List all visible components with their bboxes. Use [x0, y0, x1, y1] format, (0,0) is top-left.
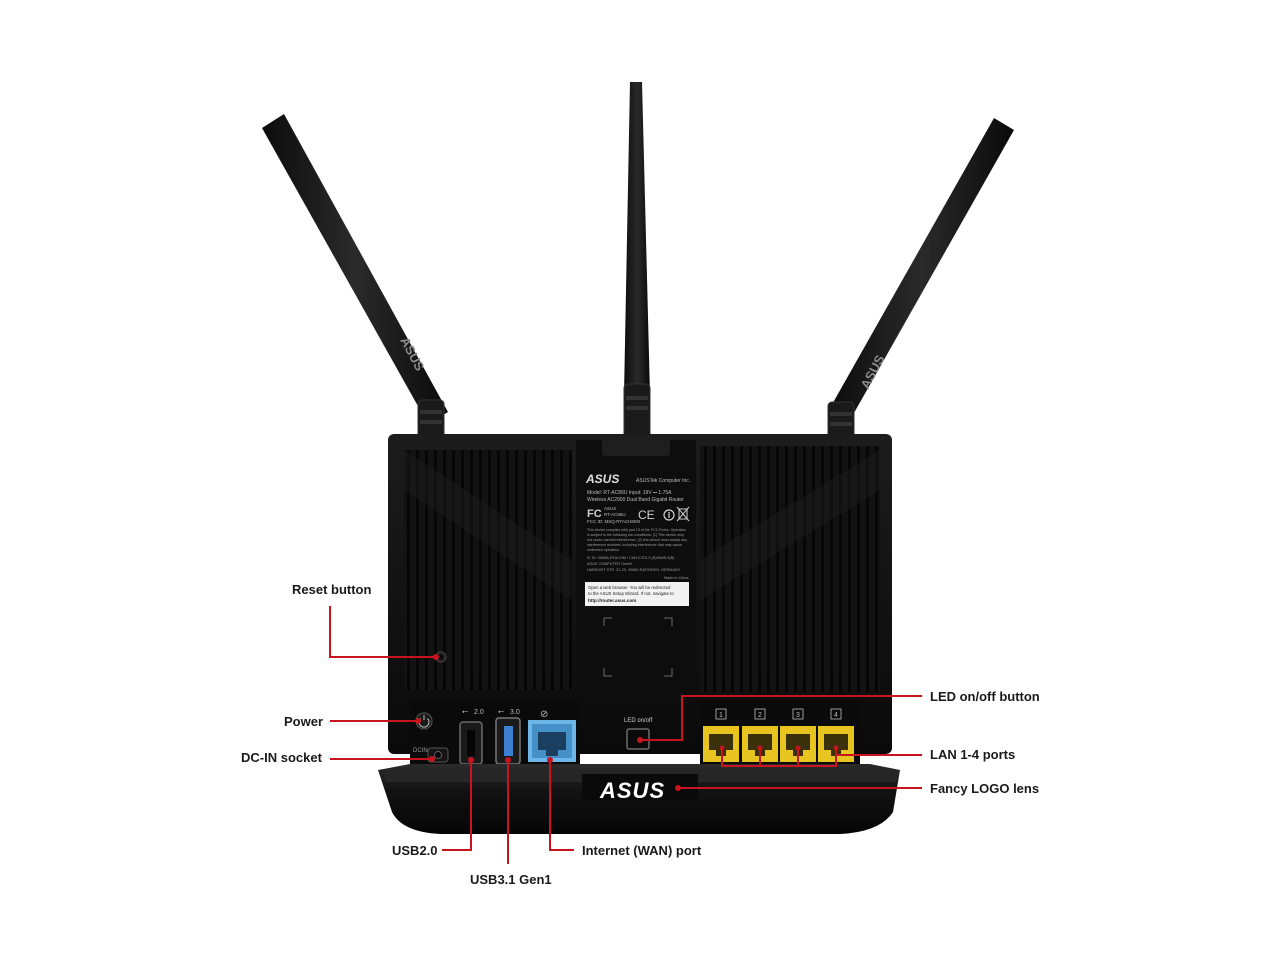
router-body — [388, 434, 892, 754]
sticker-compliance-2: is subject to the following two conditio… — [587, 533, 684, 537]
callout-reset-button: Reset button — [292, 582, 372, 597]
callout-dot-power — [415, 718, 421, 724]
sticker-eu-2: HARKORT STR. 21-23, 40880 RATINGEN, GERM… — [587, 568, 681, 572]
setup-note-box — [585, 582, 689, 606]
sticker-fcc-1: ASUS — [604, 506, 616, 511]
sticker-ic: IC ID: 3568A-RTACHM / CAN ICES-3 (B)/NMB… — [587, 556, 675, 560]
antenna-left: ASUS — [262, 114, 448, 453]
sticker-company: ASUSTek Computer Inc. — [636, 478, 690, 484]
ce-mark-icon: CE — [638, 508, 655, 522]
callout-lines — [329, 606, 922, 864]
nfc-target-brackets — [603, 617, 673, 677]
alert-mark-icon — [663, 509, 675, 521]
sticker-compliance-4: interference received, including interfe… — [587, 543, 682, 547]
usb3-marking: 3.0 — [510, 709, 520, 716]
setup-note-2: to the ASUS Setup Wizard. If not, naviga… — [588, 591, 674, 596]
lan-port-number: 3 — [796, 712, 800, 719]
antenna-center — [623, 82, 651, 443]
sticker-fcc-3: FCC ID: MSQ-RTACHM00 — [587, 519, 641, 524]
logo-lens-text: ASUS — [599, 778, 665, 803]
callout-dot-reset — [433, 654, 439, 660]
callout-led-button: LED on/off button — [930, 689, 1040, 704]
usb-icon: ⭠ — [498, 707, 505, 716]
callout-line-lan-bus — [721, 748, 837, 767]
setup-note-1: Open a web browser. You will be redirect… — [588, 585, 671, 590]
sticker-desc: Wireless AC2900 Dual Band Gigabit Router — [587, 497, 684, 503]
dcin-marking: DCIN — [413, 748, 428, 754]
wan-port[interactable]: ⊘ — [528, 709, 576, 762]
callout-logo-lens: Fancy LOGO lens — [930, 781, 1040, 796]
sticker-model: Model: RT-AC86U Input: 19V ⎓ 1.75A — [587, 490, 672, 496]
callout-usb3: USB3.1 Gen1 — [470, 872, 552, 887]
callout-line-led — [640, 695, 922, 741]
usb-icon: ⭠ — [462, 707, 469, 716]
fcc-icon: FC — [587, 508, 602, 520]
usb2-marking: 2.0 — [474, 709, 484, 716]
callout-line-wan — [549, 760, 574, 851]
usb2-port[interactable]: ⭠ 2.0 — [459, 707, 484, 765]
callout-wan-port: Internet (WAN) port — [582, 843, 702, 858]
sticker-eu-1: ASUS COMPUTER GmbH — [587, 562, 632, 566]
callout-dot-led — [637, 737, 643, 743]
lan-port-number: 1 — [719, 712, 723, 719]
globe-icon: ⊘ — [540, 709, 548, 720]
led-button-marking: LED on/off — [624, 718, 653, 724]
product-label: ASUS ASUSTek Computer Inc. Model: RT-AC8… — [585, 472, 690, 677]
callout-dot-lan — [719, 745, 725, 751]
lan-port-number: 4 — [834, 712, 838, 719]
logo-lens: ASUS — [599, 778, 665, 803]
callout-power: Power — [284, 714, 324, 729]
usb3-port[interactable]: ⭠ 3.0 — [495, 707, 521, 765]
lan-port-number: 2 — [758, 712, 762, 719]
reset-button[interactable] — [435, 651, 447, 663]
sticker-compliance-1: This device complies with part 15 of the… — [587, 528, 686, 532]
antenna-right: ASUS — [827, 118, 1014, 455]
weee-bin-icon — [676, 506, 690, 522]
callout-dot-usb3 — [505, 757, 511, 763]
sticker-made-in: Made in China — [664, 576, 689, 580]
callout-dot-dcin — [429, 756, 435, 762]
sticker-brand-logo: ASUS — [585, 472, 619, 486]
callout-dot-usb2 — [468, 757, 474, 763]
sticker-fcc-2: RT-AC86U — [604, 512, 626, 517]
sticker-compliance-5: undesired operation. — [587, 548, 620, 552]
setup-note-3: http://router.asus.com — [588, 598, 636, 603]
led-toggle-button[interactable]: LED on/off — [624, 718, 653, 750]
callout-usb2: USB2.0 — [392, 843, 438, 858]
callout-line-reset — [329, 606, 436, 658]
sticker-compliance-3: not cause harmful interference, (2) this… — [587, 538, 687, 542]
callout-line-usb2 — [442, 760, 472, 851]
callout-lan-ports: LAN 1-4 ports — [930, 747, 1016, 762]
callout-dot-logo — [675, 785, 681, 791]
callout-dot-wan — [547, 757, 553, 763]
callout-dcin-socket: DC-IN socket — [241, 750, 322, 765]
